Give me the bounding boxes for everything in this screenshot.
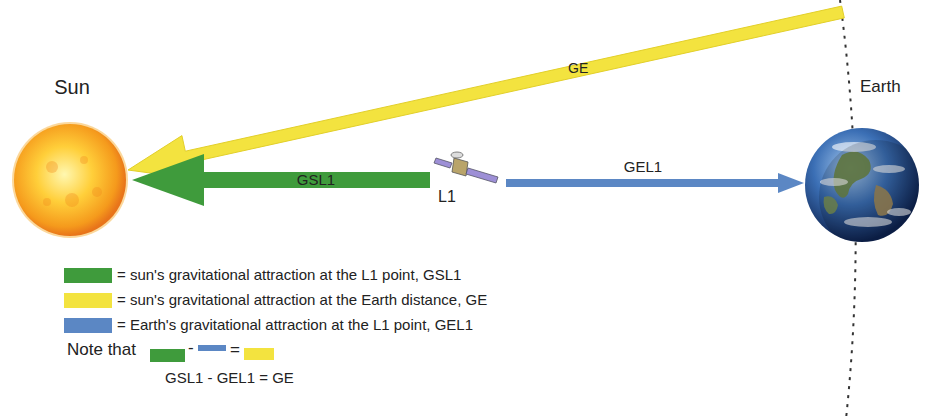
arrow-head xyxy=(132,154,204,206)
force-label: GSL1 xyxy=(297,172,335,189)
arrow-shaft xyxy=(506,179,780,187)
force-label: GEL1 xyxy=(624,159,662,176)
sun-node: Sun xyxy=(12,76,132,238)
node-label: Earth xyxy=(804,78,924,97)
sun-glow xyxy=(12,122,128,238)
node-label: Sun xyxy=(12,76,132,98)
sun-force-at-l1-arrow xyxy=(132,154,430,206)
equals-sign: = xyxy=(230,341,240,360)
legend-swatch xyxy=(64,318,112,333)
solar-panel xyxy=(434,158,452,168)
legend-swatch xyxy=(64,268,112,283)
sun-disc xyxy=(14,124,126,236)
minus-sign: - xyxy=(188,339,194,358)
legend-text: = sun's gravitational attraction at the … xyxy=(117,292,487,309)
earth-picture xyxy=(804,127,920,243)
solar-panel xyxy=(466,168,498,183)
sun-picture xyxy=(12,122,128,238)
sun-spot xyxy=(92,187,102,197)
legend: = sun's gravitational attraction at the … xyxy=(64,263,487,338)
earth-node: Earth xyxy=(804,78,924,243)
legend-text: = sun's gravitational attraction at the … xyxy=(117,267,461,284)
satellite-dish xyxy=(451,152,463,158)
sun-spot xyxy=(46,161,58,173)
note-yellow-swatch xyxy=(244,348,274,360)
note-blue-swatch xyxy=(198,345,226,351)
equation-text: GSL1 - GEL1 = GE xyxy=(165,370,294,387)
force-symbol: GE xyxy=(568,61,588,76)
sat-picture xyxy=(430,148,502,186)
sun-spot xyxy=(80,156,88,164)
arrow-shaft xyxy=(202,172,430,188)
legend-row: = sun's gravitational attraction at the … xyxy=(64,263,487,288)
l1-point-node: L1 xyxy=(430,148,506,210)
satellite-body xyxy=(452,158,468,176)
earth-force-at-l1-arrow xyxy=(506,173,804,193)
note-text: Note that xyxy=(67,341,136,360)
sun-spot xyxy=(65,193,79,207)
arrow-head xyxy=(778,173,804,193)
sun-force-at-earth-arrow xyxy=(128,6,844,179)
legend-row: = sun's gravitational attraction at the … xyxy=(64,288,487,313)
legend-row: = Earth's gravitational attraction at th… xyxy=(64,313,487,338)
legend-text: = Earth's gravitational attraction at th… xyxy=(117,317,473,334)
legend-swatch xyxy=(64,293,112,308)
note-green-swatch xyxy=(150,349,185,362)
node-label: L1 xyxy=(430,188,506,206)
earth-shade xyxy=(819,140,920,243)
sun-spot xyxy=(43,198,51,206)
